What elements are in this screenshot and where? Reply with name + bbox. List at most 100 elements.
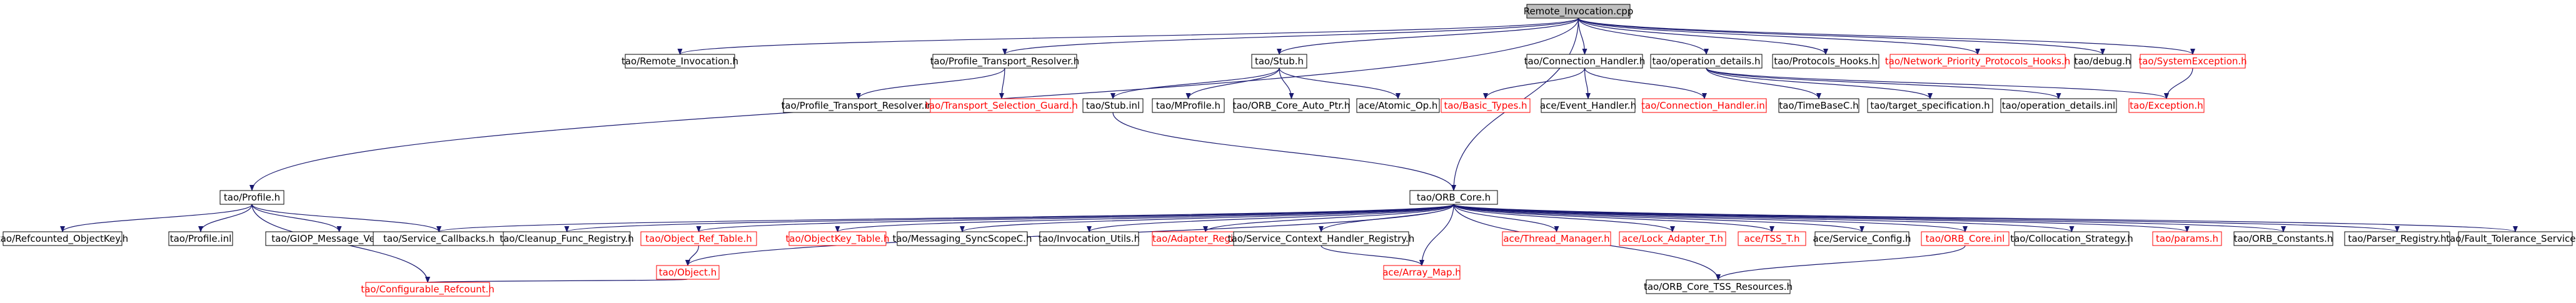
node-box xyxy=(788,231,887,246)
edge-root-to-n_opdetails_h xyxy=(1577,17,1709,55)
node-label: ace/Service_Config.h xyxy=(1813,233,1911,245)
node-label: tao/Collocation_Strategy.h xyxy=(2010,233,2133,245)
node-label: tao/Protocols_Hooks.h xyxy=(1774,56,1877,67)
node-label: tao/ORB_Core_TSS_Resources.h xyxy=(1644,281,1793,293)
node-box xyxy=(1738,231,1806,246)
node-n_refcounted_objkey[interactable]: tao/Refcounted_ObjectKey.h xyxy=(0,231,128,246)
node-n_event_handler[interactable]: ace/Event_Handler.h xyxy=(1540,98,1636,113)
node-n_invocation_utils[interactable]: tao/Invocation_Utils.h xyxy=(1039,231,1140,246)
node-n_protocols_hooks[interactable]: tao/Protocols_Hooks.h xyxy=(1772,54,1879,69)
node-n_objref_table[interactable]: tao/Object_Ref_Table.h xyxy=(640,231,757,246)
node-n_opdetails_h[interactable]: tao/operation_details.h xyxy=(1650,54,1763,69)
node-n_stub_h[interactable]: tao/Stub.h xyxy=(1251,54,1307,69)
edge-n_ptr_h-to-n_tsg xyxy=(999,67,1005,99)
edge-n_orb_core-to-n_objkey_table xyxy=(835,204,1454,232)
node-n_tss_t[interactable]: ace/TSS_T.h xyxy=(1738,231,1806,246)
node-label: tao/operation_details.inl xyxy=(2002,100,2115,112)
edge-n_orb_core-to-n_thread_manager xyxy=(1453,204,1559,232)
node-root[interactable]: Remote_Invocation.cpp xyxy=(1524,4,1634,19)
node-n_mprofile[interactable]: tao/MProfile.h xyxy=(1152,98,1225,113)
edge-n_opdetails_h-to-n_exception xyxy=(1706,67,2169,99)
node-n_profile_h[interactable]: tao/Profile.h xyxy=(219,190,284,205)
edge-n_stub_h-to-n_orb_auto_ptr xyxy=(1279,67,1294,99)
node-label: tao/ORB_Core.h xyxy=(1417,192,1491,204)
node-label: tao/Object_Ref_Table.h xyxy=(645,233,752,245)
node-n_timebasec[interactable]: tao/TimeBaseC.h xyxy=(1778,98,1859,113)
node-label: tao/Service_Context_Handler_Registry.h xyxy=(1228,233,1415,245)
node-n_orb_tss[interactable]: tao/ORB_Core_TSS_Resources.h xyxy=(1644,279,1793,294)
node-n_thread_manager[interactable]: ace/Thread_Manager.h xyxy=(1502,231,1611,246)
edge-root-to-n_protocols_hooks xyxy=(1577,17,1828,55)
node-label: tao/Fault_Tolerance_Service.h xyxy=(2446,233,2576,245)
node-label: tao/ORB_Constants.h xyxy=(2234,233,2333,245)
node-label: tao/Cleanup_Func_Registry.h xyxy=(500,233,634,245)
node-n_profile_inl[interactable]: tao/Profile.inl xyxy=(168,231,233,246)
node-n_orb_core[interactable]: tao/ORB_Core.h xyxy=(1409,190,1498,205)
node-box xyxy=(1921,231,2010,246)
node-box xyxy=(2233,231,2333,246)
edge-root-to-n_sysexc xyxy=(1577,17,2195,55)
node-n_orb_constants[interactable]: tao/ORB_Constants.h xyxy=(2233,231,2333,246)
node-n_target_spec[interactable]: tao/target_specification.h xyxy=(1867,98,1993,113)
node-n_collocation[interactable]: tao/Collocation_Strategy.h xyxy=(2010,231,2133,246)
node-box xyxy=(1356,98,1440,113)
node-box xyxy=(1814,231,1909,246)
node-n_params[interactable]: tao/params.h xyxy=(2152,231,2222,246)
node-n_orb_auto_ptr[interactable]: tao/ORB_Core_Auto_Ptr.h xyxy=(1233,98,1351,113)
node-n_adapter_registry[interactable]: tao/Adapter_Registry.h xyxy=(1152,231,1259,246)
node-box xyxy=(219,190,284,205)
node-n_scontext_registry[interactable]: tao/Service_Context_Handler_Registry.h xyxy=(1228,231,1415,246)
node-n_ptr_h[interactable]: tao/Profile_Transport_Resolver.h xyxy=(930,54,1080,69)
node-label: tao/Parser_Registry.h xyxy=(2348,233,2446,245)
node-box xyxy=(1642,98,1767,113)
node-box xyxy=(1502,231,1611,246)
edge-n_orb_core-to-n_objref_table xyxy=(696,204,1454,232)
node-n_sysexc[interactable]: tao/SystemException.h xyxy=(2138,54,2247,69)
node-n_opdetails_inl[interactable]: tao/operation_details.inl xyxy=(2000,98,2117,113)
node-n_stub_inl[interactable]: tao/Stub.inl xyxy=(1082,98,1144,113)
edge-root-to-n_npp_hooks xyxy=(1577,17,1980,55)
edge-n_object_h-to-n_configurable_refcount xyxy=(426,276,688,283)
edge-n_scontext_registry-to-n_array_map xyxy=(1321,245,1424,266)
node-n_service_config[interactable]: ace/Service_Config.h xyxy=(1813,231,1911,246)
edge-n_orb_core-to-n_lock_adapter xyxy=(1453,204,1675,232)
node-n_configurable_refcount[interactable]: tao/Configurable_Refcount.h xyxy=(361,282,495,297)
edge-n_orb_core-to-n_cleanup_func xyxy=(565,204,1454,232)
node-n_ptr_inl[interactable]: tao/Profile_Transport_Resolver.inl xyxy=(782,98,936,113)
node-n_cleanup_func[interactable]: tao/Cleanup_Func_Registry.h xyxy=(500,231,634,246)
node-n_atomic_op[interactable]: ace/Atomic_Op.h xyxy=(1356,98,1440,113)
node-n_exception[interactable]: tao/Exception.h xyxy=(2128,98,2205,113)
node-n_service_callbacks[interactable]: tao/Service_Callbacks.h xyxy=(373,231,505,246)
node-n_npp_hooks[interactable]: tao/Network_Priority_Protocols_Hooks.h xyxy=(1885,54,2071,69)
node-label: tao/Profile_Transport_Resolver.inl xyxy=(782,100,936,112)
node-box xyxy=(1082,98,1144,113)
node-n_conn_handler_h[interactable]: tao/Connection_Handler.h xyxy=(1524,54,1646,69)
edge-n_stub_inl-to-n_orb_core xyxy=(1112,112,1456,191)
node-box xyxy=(1772,54,1879,69)
node-n_remote_inv_h[interactable]: tao/Remote_Invocation.h xyxy=(621,54,738,69)
node-n_fault_tolerance[interactable]: tao/Fault_Tolerance_Service.h xyxy=(2446,231,2576,246)
node-n_basic_types[interactable]: tao/Basic_Types.h xyxy=(1441,98,1531,113)
node-n_lock_adapter[interactable]: ace/Lock_Adapter_T.h xyxy=(1619,231,1726,246)
edge-n_profile_h-to-n_giop_ver xyxy=(251,204,342,232)
node-box xyxy=(1541,98,1636,113)
node-n_tsg[interactable]: tao/Transport_Selection_Guard.h xyxy=(925,98,1078,113)
node-n_conn_handler_inl[interactable]: tao/Connection_Handler.inl xyxy=(1641,98,1768,113)
node-n_debug[interactable]: tao/debug.h xyxy=(2074,54,2131,69)
edge-n_profile_h-to-n_service_callbacks xyxy=(251,204,441,232)
node-label: tao/Object.h xyxy=(659,267,717,278)
node-label: tao/target_specification.h xyxy=(1870,100,1990,112)
edge-root-to-n_debug xyxy=(1577,17,2105,55)
node-n_array_map[interactable]: ace/Array_Map.h xyxy=(1382,265,1461,280)
edge-n_orb_core-to-n_messaging_sync xyxy=(960,204,1454,232)
node-label: tao/Stub.inl xyxy=(1086,100,1140,111)
node-n_messaging_sync[interactable]: tao/Messaging_SyncScopeC.h xyxy=(892,231,1032,246)
node-box xyxy=(2128,98,2205,113)
node-box xyxy=(1646,279,1791,294)
node-n_objkey_table[interactable]: tao/ObjectKey_Table.h xyxy=(786,231,890,246)
node-label: tao/Profile_Transport_Resolver.h xyxy=(930,56,1080,67)
node-n_orb_core_inl[interactable]: tao/ORB_Core.inl xyxy=(1921,231,2010,246)
node-n_object_h[interactable]: tao/Object.h xyxy=(656,265,720,280)
node-label: tao/Invocation_Utils.h xyxy=(1039,233,1140,245)
node-n_parser_registry[interactable]: tao/Parser_Registry.h xyxy=(2344,231,2450,246)
